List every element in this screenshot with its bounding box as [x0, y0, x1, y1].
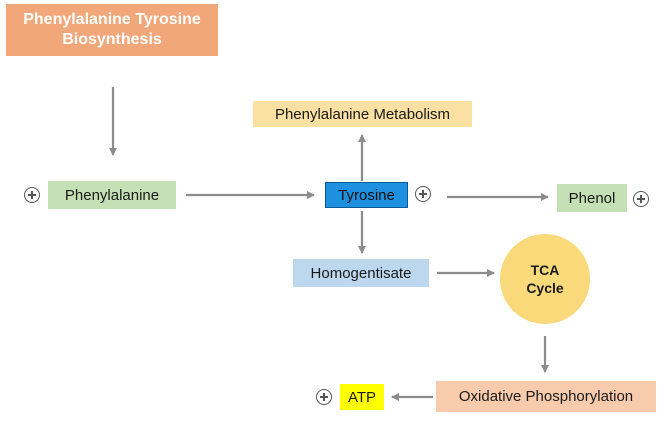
node-tca-line2: Cycle — [526, 280, 564, 296]
node-tyrosine: Tyrosine — [325, 182, 408, 208]
node-phenylalanine-metabolism: Phenylalanine Metabolism — [253, 101, 472, 127]
node-atp-label: ATP — [347, 388, 377, 406]
plus-circle-icon-tyrosine — [415, 186, 431, 202]
node-phenylalanine-metabolism-label: Phenylalanine Metabolism — [274, 105, 451, 123]
node-phenylalanine-label: Phenylalanine — [64, 186, 160, 204]
node-homogentisate: Homogentisate — [293, 259, 429, 287]
plus-circle-icon-atp — [316, 389, 332, 405]
node-phenol: Phenol — [557, 184, 627, 212]
plus-circle-icon-phenol — [633, 191, 649, 207]
node-phenylalanine: Phenylalanine — [48, 181, 176, 209]
node-tca-cycle: TCA Cycle — [500, 234, 590, 324]
node-homogentisate-label: Homogentisate — [310, 264, 412, 282]
node-tca-line1: TCA — [530, 262, 560, 278]
node-biosynthesis-line1: Phenylalanine Tyrosine — [23, 11, 201, 28]
node-oxidative-phosphorylation: Oxidative Phosphorylation — [436, 381, 656, 412]
plus-circle-icon-phenylalanine — [24, 187, 40, 203]
node-phenol-label: Phenol — [568, 189, 616, 207]
node-tyrosine-label: Tyrosine — [338, 186, 395, 204]
node-biosynthesis-line2: Biosynthesis — [62, 31, 162, 48]
node-oxidative-phosphorylation-label: Oxidative Phosphorylation — [458, 388, 634, 405]
node-atp: ATP — [340, 384, 384, 410]
node-biosynthesis: Phenylalanine Tyrosine Biosynthesis — [6, 4, 218, 56]
